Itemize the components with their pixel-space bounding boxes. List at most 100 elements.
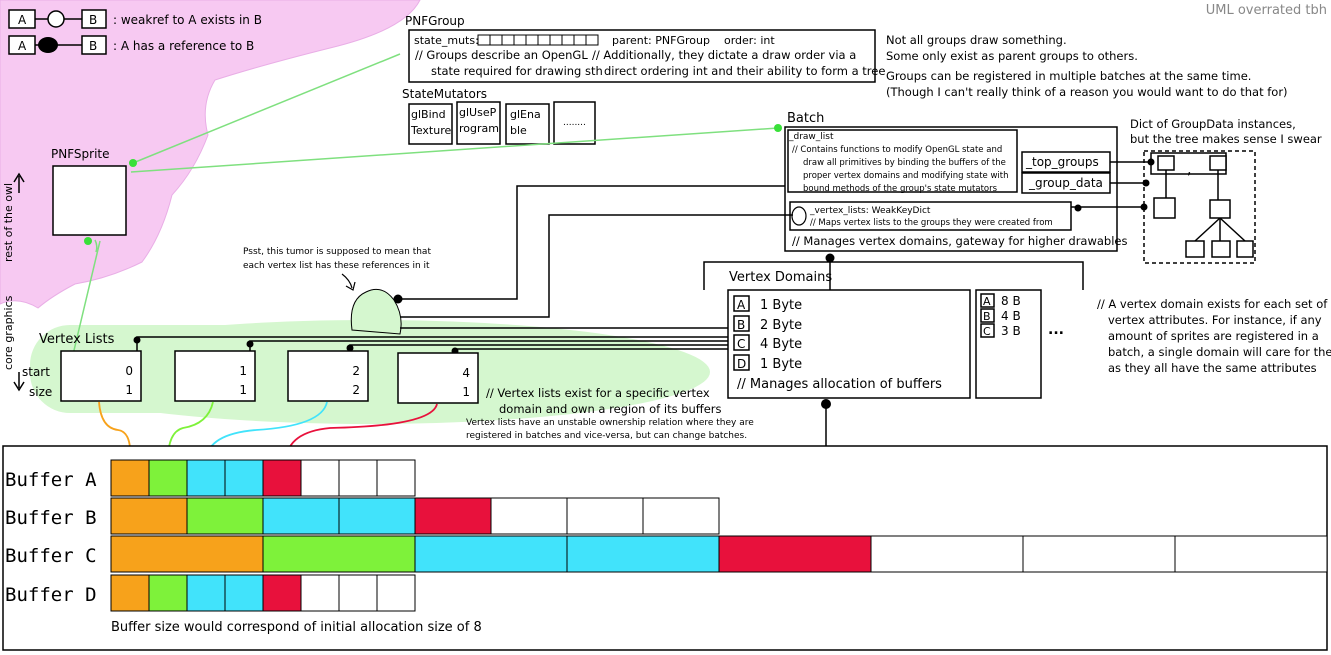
buffers-footer: Buffer size would correspond of initial … — [111, 620, 482, 635]
state-mut-slot — [573, 34, 587, 46]
domain-note-5: as they all have the same attributes — [1108, 361, 1317, 375]
pnfgroup-state-muts: state_muts: — [414, 34, 479, 47]
buffer-slot — [186, 459, 226, 497]
dict-note-line2: but the tree makes sense I swear — [1130, 132, 1322, 146]
tumor-region — [350, 288, 402, 335]
group-note-line4: (Though I can't really think of a reason… — [886, 85, 1288, 99]
attr-letter: A — [983, 295, 991, 308]
attr-size: 2 Byte — [760, 318, 802, 333]
legend-ref-a: A — [18, 39, 27, 53]
attr-letter: D — [737, 357, 746, 371]
buffer-slot — [110, 574, 150, 612]
state-mut-slot — [585, 34, 599, 46]
state-mut-slot — [513, 34, 527, 46]
state-mutators-title: StateMutators — [402, 87, 487, 101]
buffer-slot — [148, 459, 188, 497]
batch-to-tree-refs — [1071, 161, 1152, 208]
buffer-slot — [338, 459, 378, 497]
vertex-domain-box — [727, 289, 971, 399]
group-note-line3: Groups can be registered in multiple bat… — [886, 69, 1251, 83]
mutator-box — [456, 101, 501, 145]
vertex-list-box — [397, 352, 479, 404]
attr-letter: B — [983, 310, 991, 323]
attr-size: 1 Byte — [760, 298, 802, 313]
domain-note-3: amount of sprites are registered in a — [1108, 329, 1319, 343]
legend-weakref-a: A — [18, 13, 27, 27]
buffer-slot — [110, 459, 150, 497]
draw-list-label: _draw_list — [788, 132, 834, 142]
buffer-slot — [262, 459, 302, 497]
batch-title: Batch — [787, 111, 824, 126]
group-note-line2: Some only exist as parent groups to othe… — [886, 49, 1138, 63]
legend-ref-b: B — [89, 39, 97, 53]
state-mut-slot — [561, 34, 575, 46]
state-mut-slot — [489, 34, 503, 46]
mutator-line1: glUseP — [459, 106, 497, 119]
domains-ellipsis: ... — [1048, 322, 1064, 338]
legend: A B : weakref to A exists in B A B : A h… — [8, 9, 262, 55]
group-tree — [1150, 152, 1254, 258]
buffer-label: Buffer C — [5, 545, 97, 567]
mutator-box — [408, 103, 453, 145]
mutator-line1: glEna — [510, 108, 541, 121]
draw-list-box — [787, 129, 1018, 193]
group-note-line1: Not all groups draw something. — [886, 33, 1067, 47]
sprite-box — [52, 165, 127, 236]
batch-manages: // Manages vertex domains, gateway for h… — [792, 234, 1128, 248]
draw-list-desc-4: bound methods of the group's state mutat… — [803, 184, 998, 194]
state-mut-slot — [477, 34, 491, 46]
state-mutators-row: glBind Texture glUseP rogram glEna ble .… — [408, 101, 596, 145]
legend-ref-text: : A has a reference to B — [113, 39, 254, 53]
attr-size: 3 B — [1001, 324, 1021, 338]
state-mut-slot — [525, 34, 539, 46]
attr-size: 8 B — [1001, 294, 1021, 308]
buffer-slot — [376, 574, 416, 612]
pnfgroup-title: PNFGroup — [405, 14, 465, 28]
buffer-slot — [490, 497, 568, 535]
buffer-slot — [338, 574, 378, 612]
buffer-slot — [110, 535, 264, 573]
vertex-lists-title: Vertex Lists — [39, 332, 115, 347]
tumor-note-line2: each vertex list has these references in… — [243, 261, 430, 271]
buffer-slot — [224, 459, 264, 497]
buffer-slot — [262, 535, 416, 573]
vertex-lists-dict-label: _vertex_lists: WeakKeyDict — [809, 206, 931, 216]
buffer-slot — [566, 497, 644, 535]
vertex-lists-note-2: domain and own a region of its buffers — [499, 402, 722, 416]
attr-size: 1 Byte — [760, 357, 802, 372]
vertex-list-start: 4 — [462, 366, 470, 380]
group-data-label: _group_data — [1028, 176, 1103, 190]
state-muts-array — [477, 34, 599, 46]
sprite-title: PNFSprite — [51, 147, 110, 161]
mutator-box — [505, 103, 550, 145]
vertex-list-size: 1 — [462, 385, 470, 399]
buffer-label: Buffer A — [5, 469, 97, 491]
vertex-lists-note-1: // Vertex lists exist for a specific ver… — [486, 386, 710, 400]
core-graphics-label: core graphics — [2, 295, 15, 370]
buffer-slot — [262, 497, 340, 535]
domains-frame — [703, 261, 1084, 290]
pnfgroup-parent: parent: PNFGroup — [612, 34, 710, 47]
state-mut-slot — [549, 34, 563, 46]
vertex-domains-title: Vertex Domains — [729, 270, 832, 285]
mutator-line2: Texture — [410, 124, 451, 137]
vertex-list-size: 1 — [239, 383, 247, 397]
vertex-list-box — [174, 350, 256, 402]
top-groups-label: _top_groups — [1025, 155, 1099, 169]
buffer-slot — [718, 535, 872, 573]
rest-of-owl-label: rest of the owl — [2, 183, 15, 262]
attr-letter: B — [737, 318, 745, 332]
attr-letter: C — [737, 337, 745, 351]
buffer-slot — [186, 574, 226, 612]
buffer-slot — [642, 497, 720, 535]
buffer-label: Buffer B — [5, 507, 97, 529]
buffer-slot — [414, 535, 568, 573]
pnfgroup-order: order: int — [724, 34, 775, 47]
buffer-slot — [300, 574, 340, 612]
vertex-list-box — [287, 350, 369, 402]
vertex-lists-dict-box — [789, 201, 1072, 231]
vertex-lists-note-4: registered in batches and vice-versa, bu… — [466, 431, 747, 441]
mutator-line2: ble — [510, 124, 527, 137]
vertex-list-start: 2 — [352, 364, 360, 378]
